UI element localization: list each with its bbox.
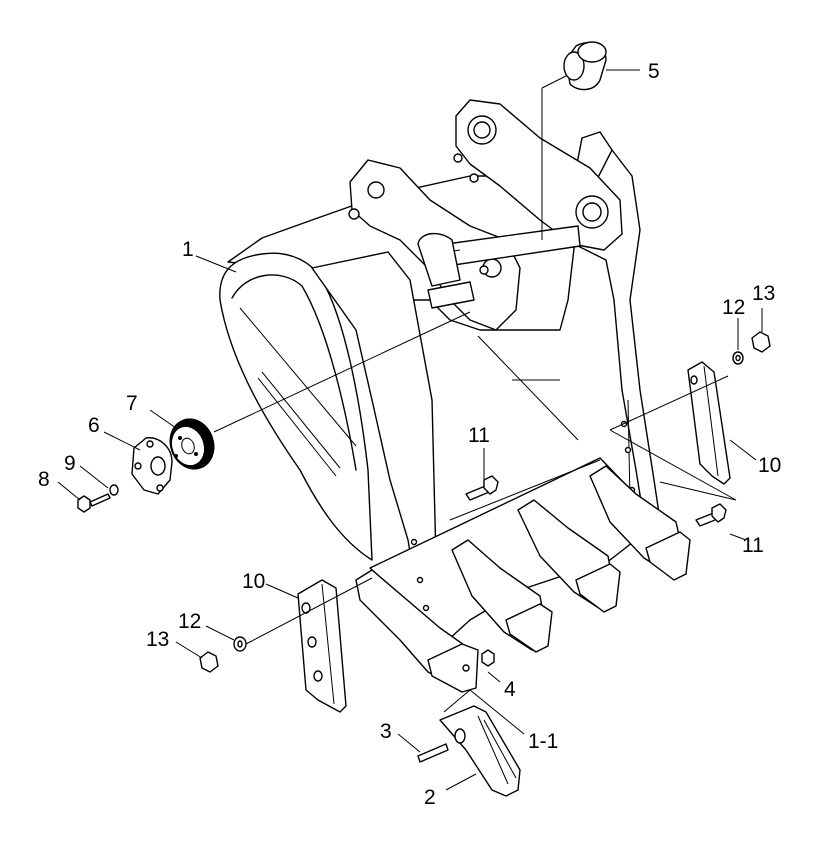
callout-5: 5 <box>648 60 660 83</box>
tooth-adapter-4 <box>589 465 691 581</box>
tooth-adapter-3 <box>517 499 621 613</box>
callout-11-right: 11 <box>742 534 764 557</box>
part-12-washer-left <box>233 636 247 652</box>
callout-1: 1 <box>182 238 194 261</box>
leader-lines <box>57 255 763 791</box>
callout-10-left: 10 <box>242 570 265 593</box>
tooth-adapter-1 <box>355 569 479 693</box>
callout-12-right: 12 <box>722 296 745 319</box>
tooth-adapter-2 <box>451 539 553 653</box>
callout-labels: 1 1-1 2 3 4 5 6 7 8 9 10 10 11 11 12 12 … <box>38 60 781 809</box>
part-7-shim-ring <box>169 311 471 470</box>
callout-8: 8 <box>38 468 50 491</box>
callout-13-right: 13 <box>752 282 775 305</box>
bucket-body <box>219 99 661 649</box>
part-4-pin-lock <box>481 649 495 667</box>
part-9-washer <box>109 484 119 496</box>
part-11-bolt-center <box>465 475 499 501</box>
part-10-side-cutter-left <box>297 579 347 713</box>
part-6-boss-plate <box>131 437 173 495</box>
part-10-side-cutter-right <box>687 361 731 485</box>
part-11-bolt-right <box>695 503 727 527</box>
part-8-bolt <box>77 493 111 513</box>
callout-12-left: 12 <box>178 610 201 633</box>
callout-4: 4 <box>504 678 516 701</box>
part-2-tooth <box>439 705 521 797</box>
callout-1-1: 1-1 <box>528 730 558 753</box>
callout-7: 7 <box>126 392 138 415</box>
callout-13-left: 13 <box>146 628 169 651</box>
callout-2: 2 <box>424 786 436 809</box>
part-12-washer-right <box>732 351 744 365</box>
callout-9: 9 <box>64 452 76 475</box>
part-13-nut-right <box>751 331 771 353</box>
callout-10-right: 10 <box>758 454 781 477</box>
callout-6: 6 <box>88 414 100 437</box>
part-5-bushing <box>541 41 640 240</box>
part-3-pin <box>417 743 449 763</box>
part-13-nut-left <box>199 651 219 673</box>
callout-11-center: 11 <box>468 424 490 447</box>
callout-3: 3 <box>380 720 392 743</box>
